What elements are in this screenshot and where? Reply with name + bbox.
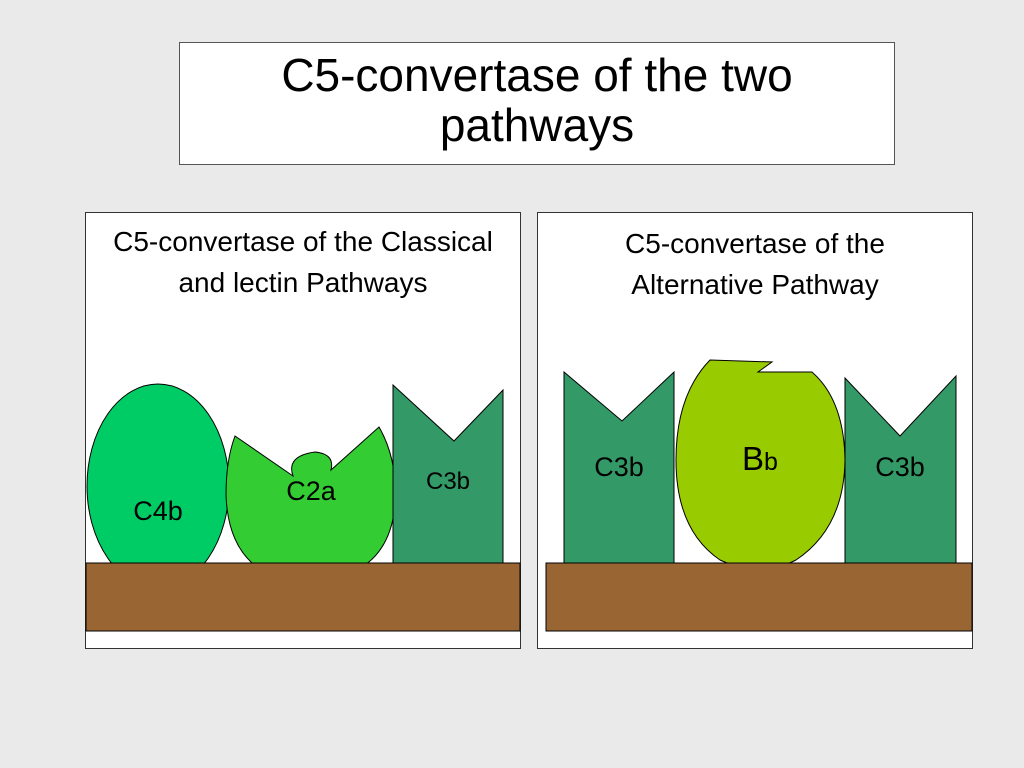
c3b-shape-right-2 — [844, 374, 957, 564]
membrane-right — [545, 562, 973, 632]
bb-shape — [675, 359, 846, 563]
c2a-label: C2a — [286, 476, 337, 506]
c3b-shape-left — [392, 383, 504, 567]
membrane-left — [85, 562, 521, 632]
alternative-heading: C5-convertase of the Alternative Pathway — [625, 228, 885, 300]
title-box: C5-convertase of the two pathways — [179, 42, 895, 165]
c3b-label-right-2: C3b — [875, 452, 925, 482]
bb-label-big: B — [742, 440, 764, 477]
c4b-label: C4b — [133, 496, 183, 526]
page-title: C5-convertase of the two pathways — [281, 48, 793, 151]
c4b-shape — [86, 383, 230, 563]
bb-label-small: b — [764, 448, 778, 476]
c3b-label-left: C3b — [426, 468, 470, 495]
c3b-shape-right-1 — [563, 370, 675, 564]
c3b-label-right-1: C3b — [594, 452, 644, 482]
bb-label: Bb — [742, 440, 778, 477]
classical-lectin-heading: C5-convertase of the Classical and lecti… — [113, 226, 493, 298]
